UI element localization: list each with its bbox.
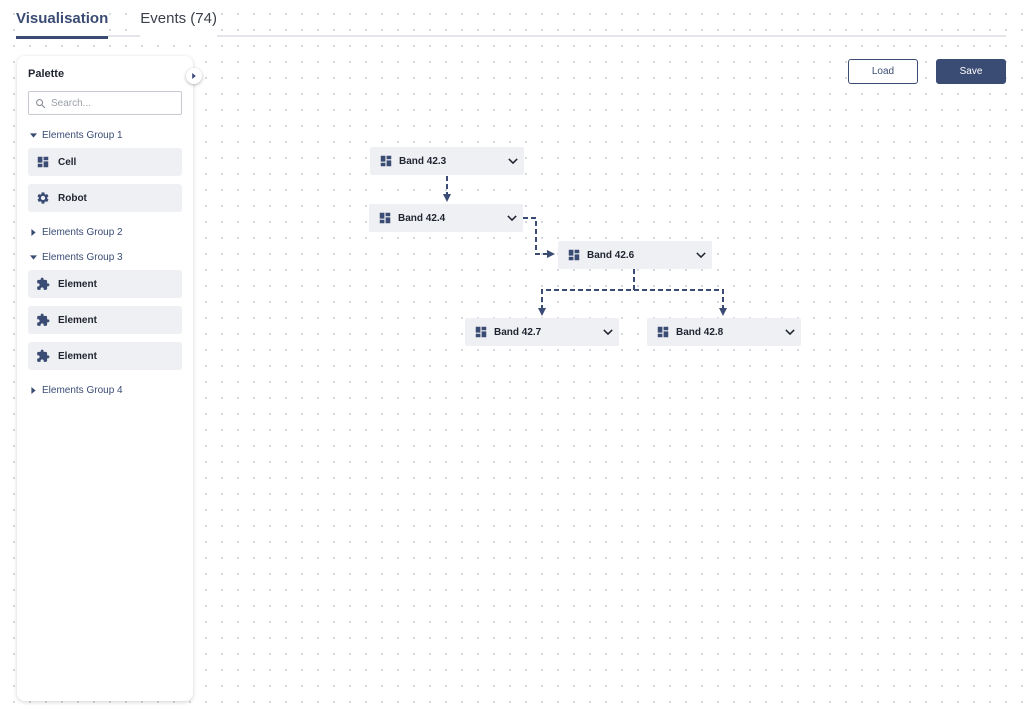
node-label: Band 42.8 — [676, 326, 724, 338]
palette-group-1[interactable]: Elements Group 1 — [28, 128, 123, 142]
search-icon — [35, 98, 46, 109]
tab-visualisation[interactable]: Visualisation — [16, 0, 109, 39]
dashboard-icon — [36, 155, 50, 169]
save-button[interactable]: Save — [936, 59, 1006, 84]
palette-item-element[interactable]: Element — [28, 306, 182, 334]
search-box[interactable] — [28, 91, 182, 115]
palette-group-2[interactable]: Elements Group 2 — [28, 225, 123, 239]
puzzle-icon — [36, 313, 50, 327]
chevron-down-icon[interactable] — [502, 158, 524, 164]
palette-item-label: Element — [58, 350, 97, 362]
palette-title: Palette — [28, 68, 65, 80]
diagram-node-band-42-3[interactable]: Band 42.3 — [370, 147, 524, 175]
palette-item-label: Element — [58, 314, 97, 326]
palette-panel: Palette Elements Group 1 Cell Robot Elem… — [17, 56, 193, 701]
diagram-node-band-42-7[interactable]: Band 42.7 — [465, 318, 619, 346]
palette-item-cell[interactable]: Cell — [28, 148, 182, 176]
palette-item-element[interactable]: Element — [28, 342, 182, 370]
node-label: Band 42.4 — [398, 212, 446, 224]
palette-group-label: Elements Group 1 — [42, 129, 123, 141]
chevron-down-icon[interactable] — [779, 329, 801, 335]
palette-group-label: Elements Group 3 — [42, 251, 123, 263]
load-button[interactable]: Load — [848, 59, 918, 84]
palette-group-label: Elements Group 4 — [42, 384, 123, 396]
palette-collapse-button[interactable] — [186, 68, 202, 84]
caret-down-icon — [28, 254, 38, 260]
puzzle-icon — [36, 277, 50, 291]
dashboard-icon — [567, 248, 581, 262]
chevron-down-icon[interactable] — [690, 252, 712, 258]
puzzle-icon — [36, 349, 50, 363]
diagram-node-band-42-6[interactable]: Band 42.6 — [558, 241, 712, 269]
chevron-down-icon[interactable] — [597, 329, 619, 335]
tab-bar: Visualisation Events (74) — [16, 0, 1006, 39]
palette-group-3[interactable]: Elements Group 3 — [28, 250, 123, 264]
tab-events[interactable]: Events (74) — [140, 0, 217, 37]
diagram-node-band-42-8[interactable]: Band 42.8 — [647, 318, 801, 346]
palette-group-label: Elements Group 2 — [42, 226, 123, 238]
dashboard-icon — [379, 154, 393, 168]
dashboard-icon — [656, 325, 670, 339]
gear-icon — [36, 191, 50, 205]
diagram-node-band-42-4[interactable]: Band 42.4 — [369, 204, 523, 232]
palette-item-label: Element — [58, 278, 97, 290]
dashboard-icon — [378, 211, 392, 225]
caret-down-icon — [28, 132, 38, 138]
palette-item-label: Cell — [58, 156, 77, 168]
caret-right-icon — [28, 386, 38, 394]
palette-item-element[interactable]: Element — [28, 270, 182, 298]
node-label: Band 42.3 — [399, 155, 447, 167]
edge-band-42-4-to-42-6 — [523, 217, 555, 258]
caret-right-icon — [28, 228, 38, 236]
node-label: Band 42.6 — [587, 249, 635, 261]
caret-right-icon — [192, 73, 196, 79]
dashboard-icon — [474, 325, 488, 339]
edge-band-42-6-to-42-7 — [538, 269, 635, 316]
palette-group-4[interactable]: Elements Group 4 — [28, 383, 123, 397]
palette-item-robot[interactable]: Robot — [28, 184, 182, 212]
edge-band-42-6-to-42-8 — [634, 289, 727, 316]
chevron-down-icon[interactable] — [501, 215, 523, 221]
palette-item-label: Robot — [58, 192, 87, 204]
search-input[interactable] — [51, 97, 171, 109]
node-label: Band 42.7 — [494, 326, 542, 338]
